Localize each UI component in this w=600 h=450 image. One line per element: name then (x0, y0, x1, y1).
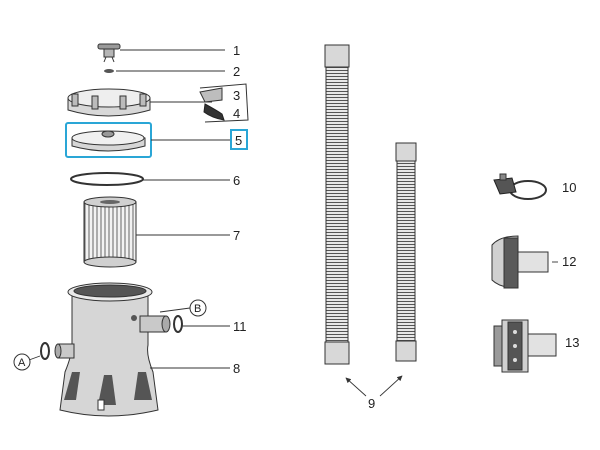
callout-9: 9 (368, 396, 375, 411)
callout-11: 11 (233, 319, 247, 334)
housing-o-ring (70, 172, 230, 186)
callout-5: 5 (235, 133, 242, 148)
filter-cartridge (83, 196, 230, 268)
callout-2: 2 (233, 64, 240, 79)
callout-10: 10 (562, 180, 576, 195)
air-release-valve (97, 43, 225, 63)
callout-13: 13 (565, 335, 579, 350)
port-a-label: A (18, 357, 26, 369)
port-a-marker: A (13, 353, 31, 371)
callout-8: 8 (233, 361, 240, 376)
callout-7: 7 (233, 228, 240, 243)
plunger-valve-a (491, 235, 558, 289)
callout-1: 1 (233, 43, 240, 58)
plunger-valve-b (493, 319, 557, 373)
callout-12: 12 (562, 254, 576, 269)
hoses (324, 44, 417, 397)
port-b-marker: B (189, 299, 207, 317)
port-b-label: B (194, 303, 201, 315)
o-ring-small (104, 69, 225, 73)
callout-6: 6 (233, 173, 240, 188)
callout-4: 4 (233, 106, 240, 121)
lock-nut-ring (67, 88, 212, 117)
port-a-fitting (28, 342, 75, 361)
pump-housing (59, 282, 230, 417)
hose-clamp (493, 173, 547, 200)
port-b-fitting (131, 307, 230, 333)
callout-3: 3 (233, 88, 240, 103)
lock-clip-detail (199, 83, 249, 123)
filter-housing-cover (65, 122, 248, 158)
